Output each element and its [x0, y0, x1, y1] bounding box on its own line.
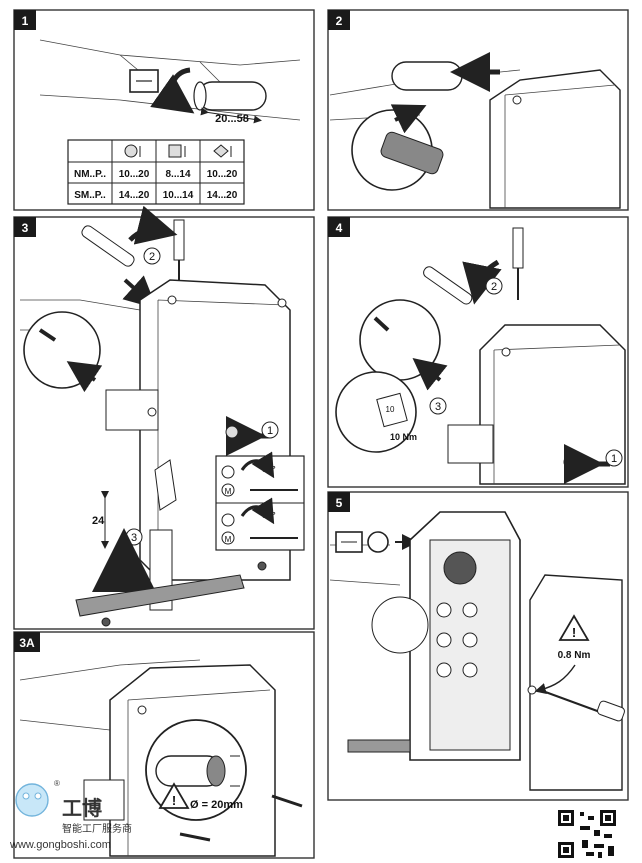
shaft-diameter-label: Ø = 20mm [190, 799, 243, 811]
shaft-size-table: NM..P.. 10...20 8...14 10...20 SM..P.. 1… [67, 139, 245, 205]
panel-3-label: 3 [22, 221, 29, 235]
actuator-housing [479, 324, 626, 485]
warning-icon [158, 782, 190, 809]
table-row-name: NM..P.. [74, 169, 106, 180]
table-cell: 10...20 [119, 169, 150, 180]
step-2-marker: 2 [149, 251, 155, 263]
hex-shaft-icon [213, 144, 229, 158]
mounting-bracket [75, 574, 245, 617]
panel-1-label: 1 [22, 14, 29, 28]
table-cell: 8...14 [165, 169, 190, 180]
panel-1: 1 20...58 [13, 9, 315, 211]
screwdriver-icon [173, 219, 185, 261]
panel-1-badge [14, 10, 36, 30]
wrench-size: 10 [386, 405, 395, 414]
panel-4-label: 4 [336, 221, 343, 235]
offset-dimension: 24 [92, 515, 105, 527]
damper-shaft [197, 81, 267, 111]
actuator-cover [529, 574, 623, 791]
motor-icon: M [225, 535, 232, 544]
shaft-length-icon [129, 69, 159, 93]
square-shaft-icon [168, 144, 182, 158]
panel-2-label: 2 [336, 14, 343, 28]
registered-mark: ® [54, 779, 60, 788]
table-cell: 14...20 [207, 190, 238, 201]
step-1-marker: 1 [267, 425, 273, 437]
watermark-url: www.gongboshi.com [9, 839, 111, 851]
svg-text:!: ! [172, 793, 176, 808]
cover-torque-label: 0.8 Nm [558, 650, 591, 661]
qr-code [556, 808, 618, 860]
step-3-marker: 3 [435, 401, 441, 413]
screwdriver-icon [512, 227, 524, 269]
torque-detail-magnifier [335, 371, 417, 453]
panel-2: 2 [327, 9, 629, 211]
round-shaft-icon [367, 531, 389, 553]
step-3-marker: 3 [131, 532, 137, 544]
screwdriver-icon [539, 689, 601, 713]
table-row-name: SM..P.. [74, 190, 106, 201]
actuator-housing [489, 69, 621, 209]
step-2-marker: 2 [491, 281, 497, 293]
rotation-angle: 90° [262, 510, 276, 520]
panel-3a-label: 3A [19, 636, 35, 650]
mascot-logo-icon [15, 783, 49, 817]
torque-label: 10 Nm [390, 432, 417, 442]
svg-text:!: ! [572, 625, 576, 640]
watermark-brand: 工博 [62, 796, 102, 820]
panel-5-label: 5 [336, 496, 343, 510]
motor-icon: M [225, 487, 232, 496]
warning-icon [558, 614, 590, 641]
shaft-length-label: 20...58 [215, 113, 249, 125]
round-shaft-icon [124, 144, 138, 158]
watermark-tagline: 智能工厂服务商 [62, 822, 132, 835]
rotation-angle: 90° [262, 464, 276, 474]
rotate-arrow-icon [150, 67, 195, 114]
panel-4: 4 2 10 10 Nm 3 1 [327, 216, 629, 488]
panel-3a: 3A ! Ø = 20mm [13, 631, 315, 859]
table-cell: 10...14 [163, 190, 194, 201]
table-cell: 10...20 [207, 169, 238, 180]
panel-5: 5 ! 0.8 Nm [327, 491, 629, 801]
table-cell: 14...20 [119, 190, 150, 201]
damper-shaft [391, 61, 463, 91]
watermark: ® 工博 智能工厂服务商 www.gongboshi.com [9, 779, 132, 851]
step-1-marker: 1 [611, 453, 617, 465]
panel-3: 3 2 1 M 90° [13, 205, 315, 630]
